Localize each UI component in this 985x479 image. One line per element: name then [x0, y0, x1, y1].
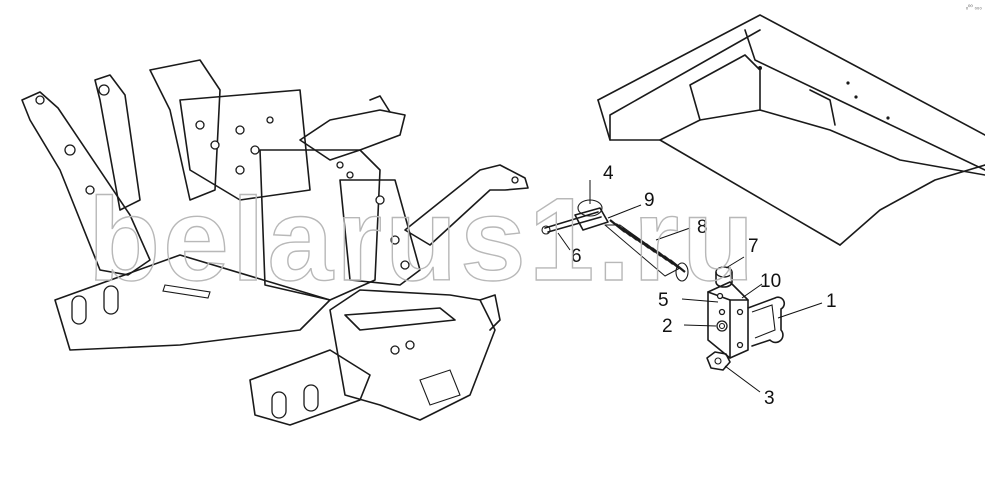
callout-labels: 1 2 3 4 5 6 7 8 9 10: [571, 163, 837, 409]
callout-3: 3: [764, 388, 775, 409]
callout-8: 8: [697, 217, 708, 238]
corner-mark: ₓ⁰⁰ ₀₀₀: [966, 4, 982, 11]
callout-2: 2: [662, 316, 673, 337]
callout-5: 5: [658, 290, 669, 311]
leader-lines: [557, 180, 823, 393]
callout-4: 4: [603, 163, 614, 184]
callout-9: 9: [644, 190, 655, 211]
callout-6: 6: [571, 246, 582, 267]
watermark-text: belarus1.ru: [88, 174, 757, 306]
callout-10: 10: [760, 271, 781, 292]
upper-frame-assembly: [597, 14, 985, 246]
callout-1: 1: [826, 291, 837, 312]
tension-spring: [604, 219, 689, 282]
spring-assembly: [541, 199, 786, 371]
callout-7: 7: [748, 236, 759, 257]
front-frame-assembly: [21, 59, 529, 426]
